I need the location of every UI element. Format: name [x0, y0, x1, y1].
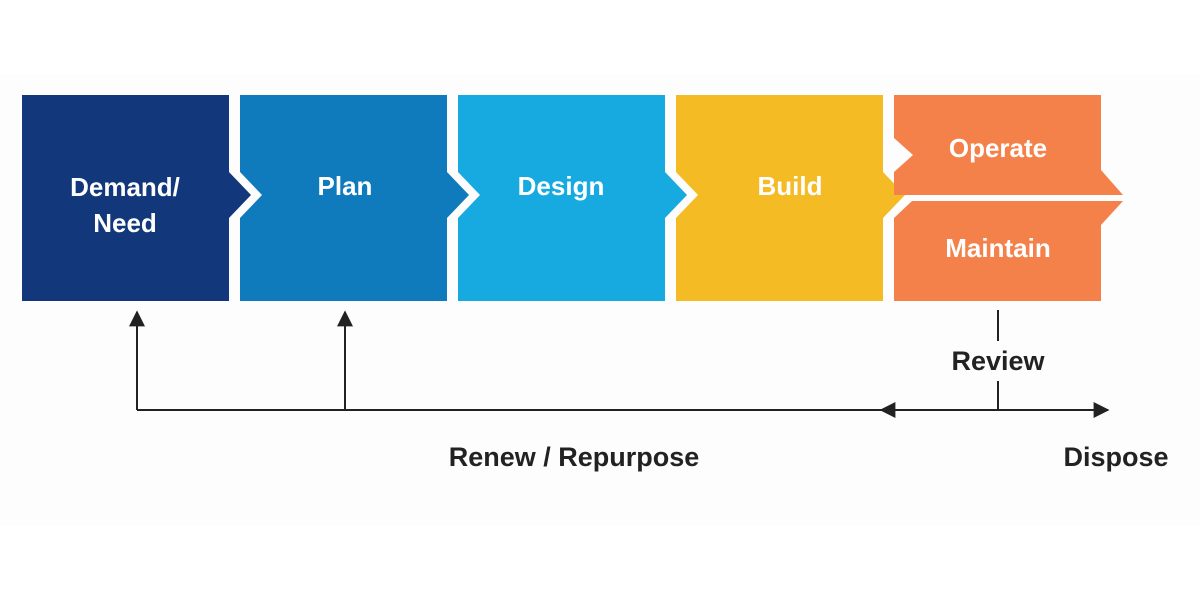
stage-plan-label: Plan	[318, 171, 373, 201]
stage-design-label: Design	[518, 171, 605, 201]
stage-maintain-label: Maintain	[945, 233, 1050, 263]
stage-build-shape	[676, 95, 905, 301]
stage-operate-label: Operate	[949, 133, 1047, 163]
stage-demand-label-line1: Demand/	[70, 172, 180, 202]
stage-build-label: Build	[758, 171, 823, 201]
stage-design-shape	[458, 95, 687, 301]
stage-operate-shape	[894, 95, 1123, 195]
review-label: Review	[951, 346, 1045, 376]
dispose-label: Dispose	[1063, 442, 1168, 472]
stage-demand-label-line2: Need	[93, 208, 157, 238]
stage-maintain-shape	[894, 201, 1123, 301]
renew-repurpose-label: Renew / Repurpose	[449, 442, 700, 472]
stage-demand-shape	[22, 95, 251, 301]
stage-plan-shape	[240, 95, 469, 301]
